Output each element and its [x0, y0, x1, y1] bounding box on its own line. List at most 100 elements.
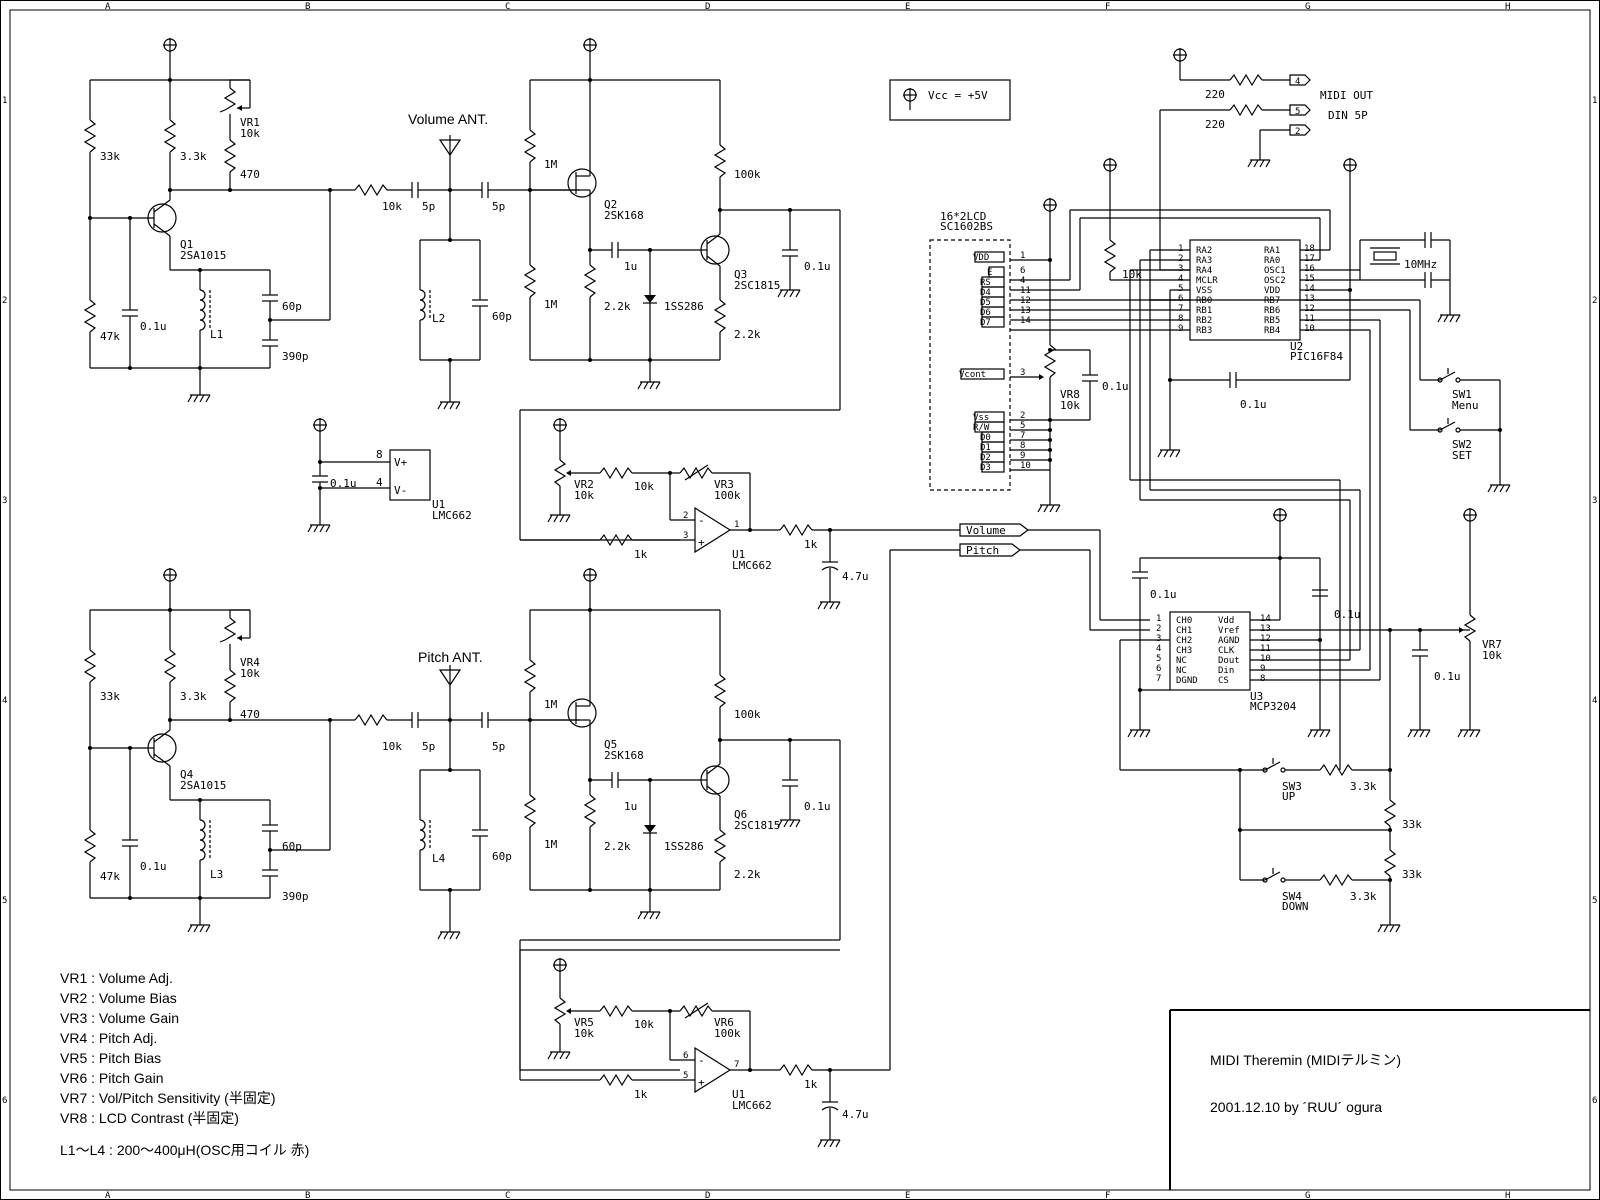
lcd-pin-number: 8 [1020, 441, 1025, 451]
adc-pin-name: CH1 [1176, 626, 1192, 636]
vr7-val: 10k [1482, 649, 1502, 662]
svg-text:-: - [698, 1054, 705, 1067]
c390-b: 390p [282, 890, 309, 903]
u1b-name: U1 [732, 548, 745, 561]
vr8-name: VR8 [1060, 388, 1080, 401]
pic-pin-number: 6 [1178, 294, 1183, 304]
r33-a: 3.3k [180, 150, 207, 163]
midi-out-label: MIDI OUT [1320, 89, 1373, 102]
lcd-pin-name: D7 [980, 318, 991, 328]
pic-pin-name: MCLR [1196, 276, 1218, 286]
lcd-pin-box [974, 251, 1005, 263]
svg-text:+: + [698, 536, 705, 549]
r22-c: 2.2k [604, 840, 631, 853]
c01-b: 0.1u [140, 860, 167, 873]
adc-pin-number: 5 [1156, 654, 1161, 664]
pic-pin-number: 8 [1178, 314, 1183, 324]
grid-col-label: A [105, 1191, 111, 1200]
din-pin4: 4 [1295, 77, 1300, 87]
grid-row-label: 2 [2, 296, 7, 306]
u2-name: U2 [1290, 340, 1303, 353]
r1m-a: 1M [544, 158, 558, 171]
r22-d: 2.2k [734, 868, 761, 881]
legend-note: VR4 : Pitch Adj. [60, 1030, 157, 1046]
c01-a: 0.1u [140, 320, 167, 333]
u1-pin7: 7 [734, 1060, 739, 1070]
pic-pin-name: VDD [1264, 286, 1280, 296]
adc-pin-number: 4 [1156, 644, 1161, 654]
l4-label: L4 [432, 852, 446, 865]
l3-label: L3 [210, 868, 223, 881]
pic-pin-name: RA4 [1196, 266, 1212, 276]
u1b-part: LMC662 [732, 559, 772, 572]
c01-j: 0.1u [1434, 670, 1461, 683]
grid-col-label: F [1105, 2, 1110, 12]
sw3-label: UP [1282, 790, 1296, 803]
lcd-pin-number: 14 [1020, 316, 1031, 326]
u1a-part: LMC662 [432, 509, 472, 522]
vcc-legend: Vcc = +5V [928, 89, 988, 102]
adc-pin-name: Vref [1218, 626, 1240, 636]
pic-pin-name: RA1 [1264, 246, 1280, 256]
q5-name: Q5 [604, 738, 617, 751]
c01-c: 0.1u [804, 260, 831, 273]
u1c-part: LMC662 [732, 1099, 772, 1112]
q2-part: 2SK168 [604, 209, 644, 222]
q3-part: 2SC1815 [734, 279, 780, 292]
pic-pin-name: RB7 [1264, 296, 1280, 306]
c60-d: 60p [492, 850, 512, 863]
legend-note: VR3 : Volume Gain [60, 1010, 179, 1026]
grid-row-label: 6 [1592, 1096, 1597, 1106]
pic-pin-name: RB6 [1264, 306, 1280, 316]
pitch-opamp: -+ [519, 543, 1150, 1148]
sw1-name: SW1 [1452, 388, 1472, 401]
c01-g: 0.1u [1240, 398, 1267, 411]
lcd-pin-name: D5 [980, 298, 991, 308]
r1k-b: 1k [804, 538, 818, 551]
vr4-val: 10k [240, 667, 260, 680]
c5p-d: 5p [492, 740, 505, 753]
grid-row-label: 5 [1592, 896, 1597, 906]
vr8-val: 10k [1060, 399, 1080, 412]
pic-pin-name: RA3 [1196, 256, 1212, 266]
pic-pin-name: RB2 [1196, 316, 1212, 326]
pic-pin-number: 13 [1304, 294, 1315, 304]
grid-row-label: 2 [1592, 296, 1597, 306]
pic-pin-number: 9 [1178, 324, 1183, 334]
q3-name: Q3 [734, 268, 747, 281]
r10k-a: 10k [382, 200, 402, 213]
pic-pin-name: RA0 [1264, 256, 1280, 266]
pic-pin-number: 3 [1178, 264, 1183, 274]
adc-pin-name: CH0 [1176, 616, 1192, 626]
vr3-val: 100k [714, 489, 741, 502]
pic-pin-number: 1 [1178, 244, 1183, 254]
net-volume-label: Volume [966, 524, 1006, 537]
adc-pin-name: CLK [1218, 646, 1235, 656]
grid-col-label: C [505, 1191, 510, 1200]
lcd-pin-number: 10 [1020, 461, 1031, 471]
u1-pin4: 4 [376, 476, 383, 489]
adc-pin-name: CH2 [1176, 636, 1192, 646]
pic-pin-number: 10 [1304, 324, 1315, 334]
r33-d: 3.3k [1350, 890, 1377, 903]
pitch-oscillator [84, 567, 841, 1071]
sw3-name: SW3 [1282, 780, 1302, 793]
adc-pin-name: Din [1218, 666, 1234, 676]
u3-part: MCP3204 [1250, 700, 1297, 713]
u1a-name: U1 [432, 498, 445, 511]
r33k-a: 33k [100, 150, 120, 163]
lcd-pin-name: Vcont [959, 370, 986, 380]
sw2-label: SET [1452, 449, 1472, 462]
grid-row-label: 1 [1592, 96, 1597, 106]
lcd-pin-name: E [987, 268, 992, 278]
adc-pin-name: Dout [1218, 656, 1240, 666]
legend-note: VR5 : Pitch Bias [60, 1050, 161, 1066]
c01-i: 0.1u [1334, 608, 1361, 621]
grid-row-label: 3 [2, 496, 7, 506]
lcd-pin-name: Vss [973, 413, 989, 423]
q6-part: 2SC1815 [734, 819, 780, 832]
r100-a: 100k [734, 168, 761, 181]
vr5-val: 10k [574, 1027, 594, 1040]
pic-pin-number: 11 [1304, 314, 1315, 324]
adc-pin-name: CS [1218, 676, 1229, 686]
